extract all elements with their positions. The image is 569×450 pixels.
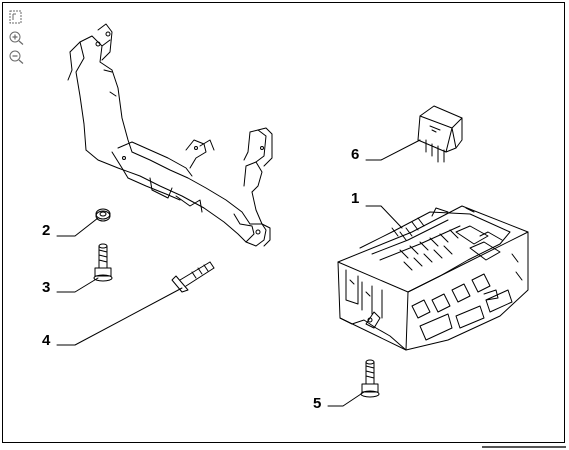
callout-2: 2	[42, 222, 51, 239]
callout-6: 6	[351, 146, 360, 163]
callout-5: 5	[313, 395, 322, 412]
zoom-out-icon[interactable]	[8, 50, 26, 64]
zoom-in-icon[interactable]	[8, 31, 26, 45]
part-6-relay	[417, 105, 463, 163]
part-3-bolt	[93, 243, 113, 282]
part-1-fuse-box	[337, 205, 529, 351]
fit-view-icon[interactable]	[8, 10, 26, 24]
leader-lines	[56, 139, 421, 407]
footer-scroll-bar	[482, 446, 566, 448]
callout-4: 4	[42, 332, 51, 349]
diagram-frame	[2, 2, 565, 443]
part-5-bolt	[360, 359, 380, 398]
mounting-bracket	[67, 23, 273, 247]
callout-3: 3	[42, 279, 51, 296]
part-4-screw	[171, 261, 215, 293]
part-2-nut	[95, 208, 111, 222]
callout-1: 1	[351, 190, 360, 207]
